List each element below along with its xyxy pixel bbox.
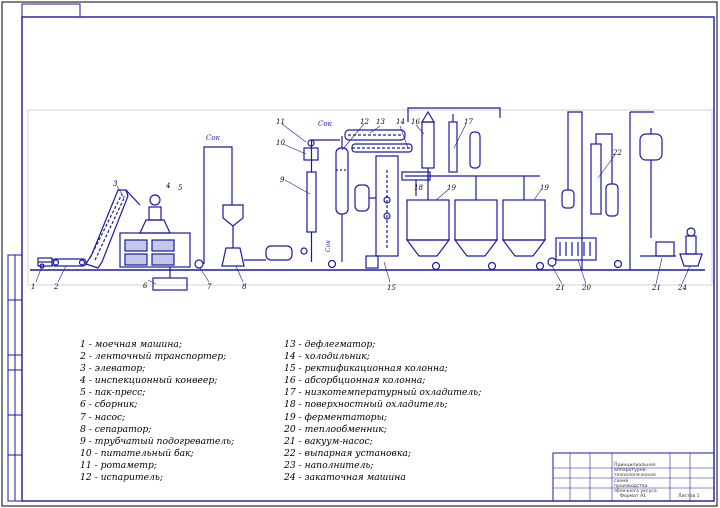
legend-item-right-8: 21 - вакуум-насос; [284,435,373,447]
separator [221,204,245,267]
top-corner-box [21,3,81,18]
pump-floor-3 [487,261,497,271]
callout-9: 9 [280,176,285,184]
legend-item-right-4: 17 - низкотемпературный охладитель; [284,387,482,399]
legend-item-right-9: 22 - выпарная установка; [284,447,411,459]
evaporator [335,136,349,262]
callout-7: 7 [207,283,212,291]
drawing-area [27,109,713,286]
callout-19b: 19 [540,184,549,192]
pump-floor-2 [431,261,441,271]
callout-12: 12 [360,118,369,126]
pump-floor-1 [327,259,337,269]
cooler [351,143,413,153]
legend-item-left-5: 6 - сборник; [80,399,138,411]
equipment-legend-left: 1 - моечная машина;2 - ленточный транспо… [80,339,234,484]
legend-item-left-1: 2 - ленточный транспортер; [80,351,227,363]
collector [152,267,188,291]
legend-item-right-10: 23 - наполнитель; [284,459,374,471]
low-temperature-cooler [448,114,481,173]
legend-item-left-4: 5 - пак-пресс; [80,387,146,399]
title-block-title: Принципиальная аппаратурно- технологичес… [614,463,670,494]
juice-label-left: Сок [206,134,221,142]
intermediate-tank [244,245,308,261]
juice-label-vertical: Сок [325,240,332,252]
callout-8: 8 [242,283,247,291]
callout-22: 22 [612,149,622,157]
callout-17: 17 [464,118,473,126]
callout-14: 14 [396,118,405,126]
fermenter-2 [453,176,499,257]
callout-20: 20 [581,284,591,292]
legend-item-right-6: 19 - ферментаторы; [284,411,388,423]
legend-item-left-9: 10 - питательный бак; [80,447,194,459]
callout-1: 1 [31,283,35,291]
pump [194,259,204,269]
legend-item-left-6: 7 - насос; [80,411,126,423]
callout-3: 3 [113,180,118,188]
pump-floor-5 [613,259,623,269]
juice-label-top: Сок [318,120,333,128]
belt-conveyor [51,258,87,267]
callout-6: 6 [143,282,148,290]
evaporation-plant [561,111,654,270]
legend-item-right-1: 14 - холодильник; [284,351,370,363]
equipment-legend-right: 13 - дефлегматор;14 - холодильник;15 - р… [284,339,481,484]
small-tank [365,255,379,269]
absorption-column [407,107,501,182]
legend-item-right-5: 18 - поверхностный охладитель; [284,399,448,411]
dephlegmator [344,129,406,141]
legend-item-right-3: 16 - абсорбционная колонна; [284,375,426,387]
vacuum-pump-1 [547,257,557,267]
callout-16: 16 [411,118,420,126]
callout-4: 4 [165,182,170,190]
callout-21b: 21 [651,284,661,292]
feed-tank [303,139,319,161]
legend-item-left-11: 12 - испаритель; [80,472,163,484]
callout-2: 2 [53,283,59,291]
washing-machine [37,257,53,269]
capping-machine [679,227,703,267]
callout-19a: 19 [447,184,456,192]
title-block [552,452,715,502]
callout-5: 5 [178,184,183,192]
legend-item-right-11: 24 - закаточная машина [284,472,406,484]
rectification-column [354,155,399,257]
elevator [85,189,141,269]
inspection-conveyor-and-press [119,194,191,268]
pump-floor-4 [535,261,545,271]
legend-item-left-10: 11 - ротаметр; [80,459,157,471]
legend-item-left-3: 4 - инспекционный конвеер; [80,375,218,387]
callout-24: 24 [677,284,687,292]
title-line-1: Принципиальная аппаратурно- [614,463,656,474]
legend-item-left-0: 1 - моечная машина; [80,339,182,350]
legend-item-right-7: 20 - теплообменник; [284,423,387,435]
callout-10: 10 [276,139,285,147]
legend-item-left-8: 9 - трубчатый подогреватель; [80,435,235,447]
filler [639,128,676,257]
callout-18: 18 [414,184,423,192]
legend-item-right-2: 15 - ректификационная колонна; [284,363,448,375]
legend-item-left-7: 8 - сепаратор; [80,423,152,435]
callout-11: 11 [276,118,285,126]
title-line-2: технологическая схема [614,473,656,484]
callout-21a: 21 [555,284,565,292]
title-line-3: производства яблочного уксуса [614,483,657,495]
legend-item-right-0: 13 - дефлегматор; [284,339,376,350]
legend-item-left-2: 3 - элеватор; [80,363,146,375]
fermenter-3 [501,176,547,257]
title-block-format: Формат А1 [620,494,647,499]
callout-13: 13 [376,118,385,126]
fermenter-1 [405,176,451,257]
callout-15: 15 [387,284,396,292]
heat-exchanger [555,237,597,261]
title-block-sheets: Листов 1 [678,494,700,499]
tube-heater [306,139,340,262]
